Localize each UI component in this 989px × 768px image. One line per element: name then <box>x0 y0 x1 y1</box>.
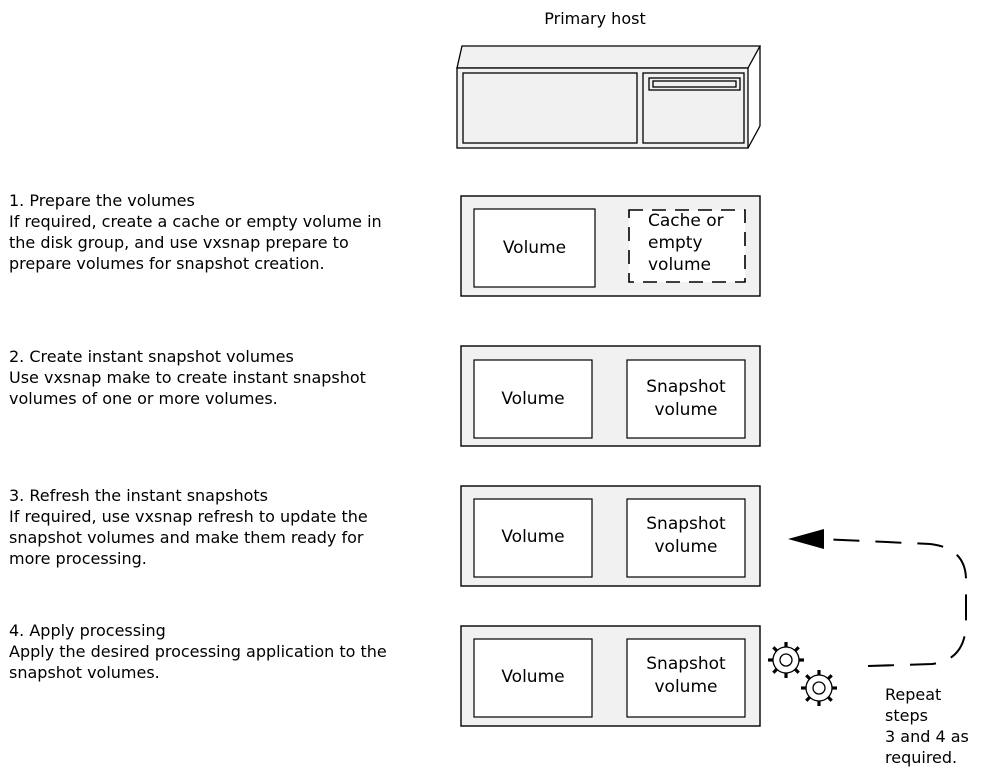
step-4-text: 4. Apply processing Apply the desired pr… <box>9 620 389 683</box>
step-1-desc: If required, create a cache or empty vol… <box>9 212 382 273</box>
step-4-desc: Apply the desired processing application… <box>9 642 387 682</box>
volume-label-1: Volume <box>502 238 567 258</box>
volume-label-4: Volume <box>501 667 565 687</box>
cache-volume-box <box>628 209 746 283</box>
gears-icon <box>768 642 837 706</box>
snapshot-label-4: Snapshot volume <box>646 654 726 697</box>
server-icon <box>456 45 762 149</box>
step-3-title: 3. Refresh the instant snapshots <box>9 486 269 505</box>
step-1-title: 1. Prepare the volumes <box>9 191 195 210</box>
step-2-desc: Use vxsnap make to create instant snapsh… <box>9 368 366 408</box>
snapshot-label-3: Snapshot volume <box>646 514 726 557</box>
step-3-container <box>460 485 761 587</box>
snapshot-label-2: Snapshot volume <box>646 377 726 420</box>
step-4-container <box>460 625 761 727</box>
repeat-note: Repeat steps 3 and 4 as required. <box>885 685 969 767</box>
step-1-container <box>460 195 761 297</box>
cache-volume-label: Cache or empty volume <box>648 211 724 275</box>
primary-host-label: Primary host <box>544 9 646 28</box>
volume-label-2: Volume <box>501 389 565 409</box>
step-3-text: 3. Refresh the instant snapshots If requ… <box>9 485 389 569</box>
step-2-title: 2. Create instant snapshot volumes <box>9 347 294 366</box>
step-2-container <box>460 345 761 447</box>
step-4-title: 4. Apply processing <box>9 621 166 640</box>
volume-label-3: Volume <box>501 527 565 547</box>
step-3-desc: If required, use vxsnap refresh to updat… <box>9 507 368 568</box>
step-1-text: 1. Prepare the volumes If required, crea… <box>9 190 389 274</box>
repeat-loop-arrow <box>788 529 967 667</box>
step-2-text: 2. Create instant snapshot volumes Use v… <box>9 346 389 409</box>
